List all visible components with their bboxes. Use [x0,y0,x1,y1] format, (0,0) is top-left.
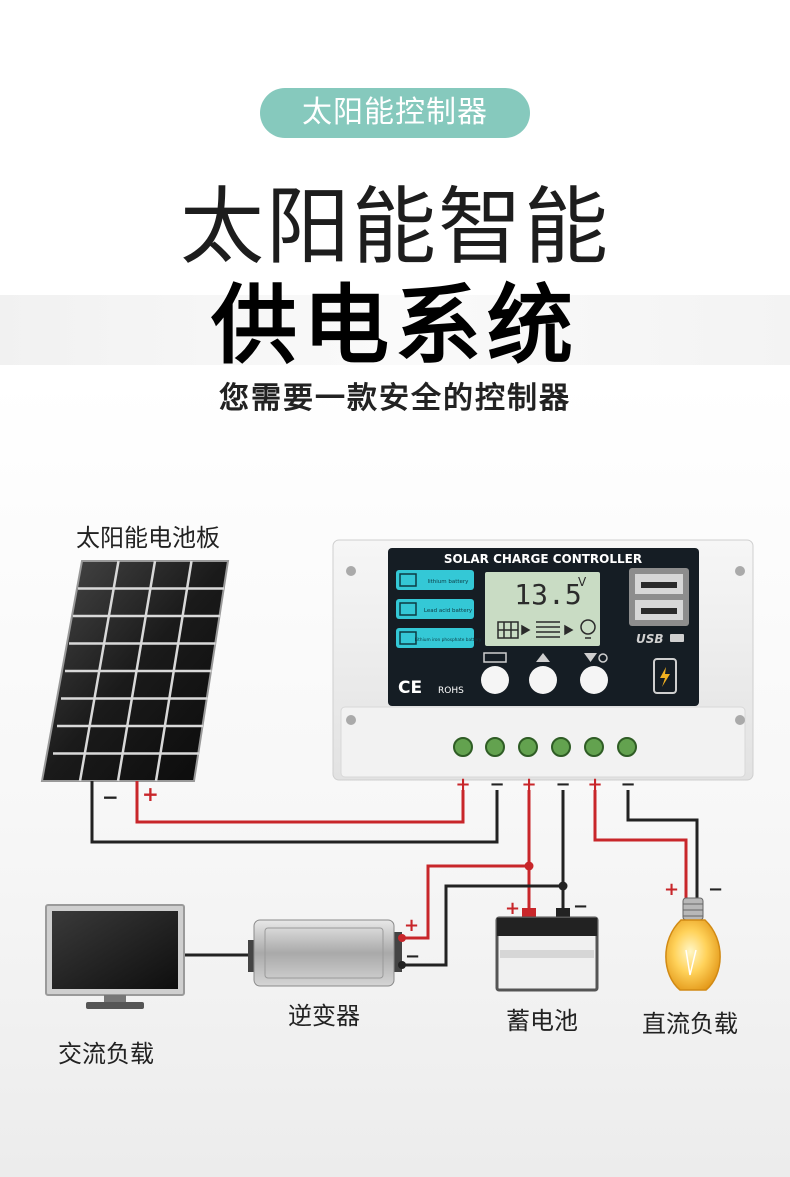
light-bulb-icon [665,897,721,991]
label-ac-load: 交流负载 [58,1040,154,1068]
terminal-labels: + − + − + − [455,774,635,795]
solar-charge-controller: SOLAR CHARGE CONTROLLER lithium battery … [332,539,754,781]
terminal-label-3: + [521,774,536,795]
wire-junction-positive [524,861,534,871]
terminal-block [453,737,637,757]
phone-icon [653,658,677,694]
wires [90,781,699,967]
headline-line-2: 供电系统 [211,276,579,376]
label-dc-load: 直流负载 [642,1010,738,1038]
headline-line-1: 太阳能智能 [179,178,610,276]
ce-mark: CE [398,678,422,698]
control-buttons [481,652,608,694]
terminal-label-1: + [455,774,470,795]
controller-title: SOLAR CHARGE CONTROLLER [444,552,642,566]
inverter-minus-sign: − [405,946,420,967]
background-band [0,295,790,365]
terminal-label-4: − [555,774,570,795]
battery-type-1: lithium battery [428,579,470,585]
usb-label: USB [636,632,664,646]
battery-type-2: Lead acid battery [424,608,473,614]
battery-type-3: Lithium iron phosphate battery [415,637,482,643]
subtitle: 您需要一款安全的控制器 [219,381,571,416]
inverter-plus-sign: + [404,915,419,936]
lcd-value: 13.5 [514,578,581,611]
label-battery: 蓄电池 [506,1007,578,1035]
battery-minus-sign: − [573,896,588,917]
rohs-mark: ROHS [438,686,464,696]
terminal-label-6: − [620,774,635,795]
battery-plus-sign: + [505,898,520,919]
terminal-label-2: − [489,774,504,795]
lcd-unit: V [578,575,587,589]
wire-junction-negative [558,881,568,891]
monitor-icon [45,904,185,1009]
panel-plus-sign: + [142,782,159,806]
lcd-icons [497,619,596,639]
battery-icon [495,908,599,992]
panel-minus-sign: − [102,785,119,809]
usb-icon [670,634,684,642]
load-minus-sign: − [708,879,723,900]
solar-panel [40,560,230,782]
terminal-label-5: + [587,774,602,795]
inverter-icon [248,919,406,987]
label-solar-panel: 太阳能电池板 [76,524,220,552]
load-plus-sign: + [664,879,679,900]
label-inverter: 逆变器 [288,1002,360,1030]
category-pill: 太阳能控制器 [260,88,530,138]
